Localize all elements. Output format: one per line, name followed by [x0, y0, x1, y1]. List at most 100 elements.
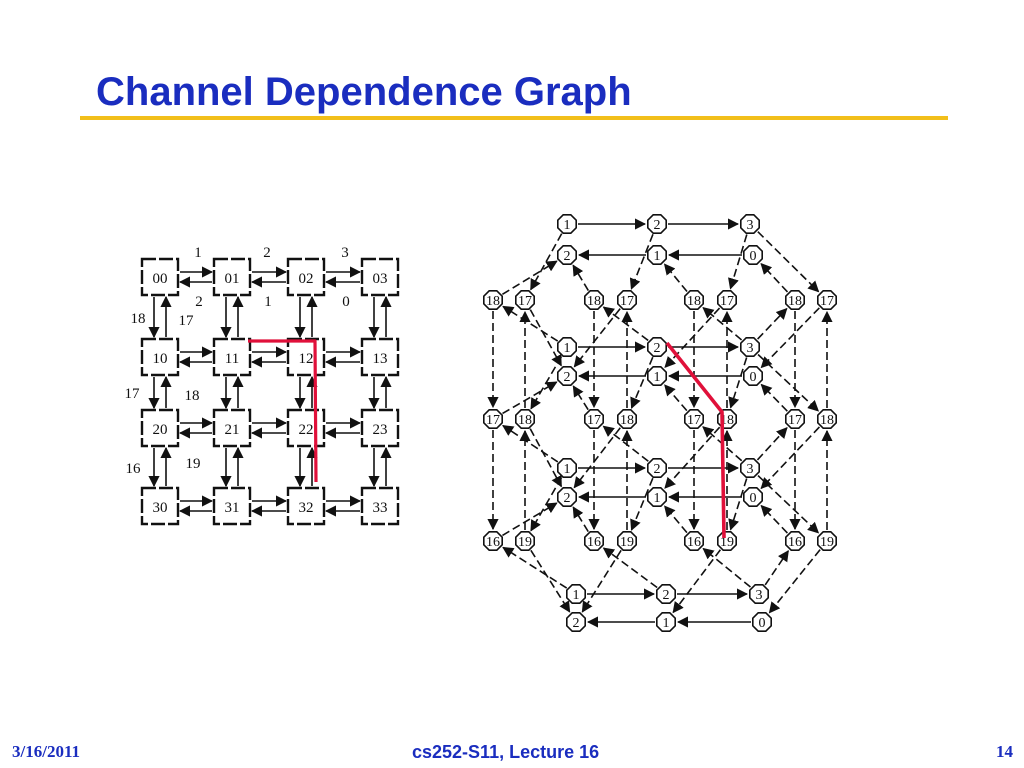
cdg-node: 19: [514, 530, 536, 552]
cdg-node-label: 18: [486, 294, 500, 309]
cdg-node: 1: [646, 245, 668, 266]
cdg-dependency-arrow: [664, 426, 721, 489]
cdg-node-label: 18: [687, 294, 701, 309]
cdg-node: 17: [784, 408, 806, 430]
cdg-node: 3: [739, 214, 761, 234]
cdg-dependency-arrow: [572, 385, 589, 411]
mesh-node-label: 11: [225, 351, 239, 367]
cdg-node: 1: [646, 365, 668, 387]
cdg-node: 0: [742, 486, 764, 508]
mesh-node: [140, 486, 180, 526]
cdg-dependency-arrow: [530, 549, 571, 613]
cdg-node: 0: [751, 611, 773, 633]
cdg-node: 17: [616, 289, 638, 311]
cdg-dependency-arrow: [756, 427, 788, 461]
highlighted-route: [248, 339, 726, 539]
mesh-channels: [148, 266, 392, 517]
footer-page-number: 14: [996, 742, 1013, 761]
cdg-dependency-arrow: [502, 502, 558, 537]
mesh-node: [212, 337, 252, 377]
cdg-node-label: 1: [564, 341, 571, 356]
mesh-channel-label: 1: [264, 294, 272, 310]
mesh-node-label: 13: [373, 351, 388, 367]
cdg-node-label: 1: [654, 491, 661, 506]
cdg-dependency-arrow: [664, 384, 688, 412]
cdg-dependency-arrow: [757, 353, 820, 412]
cdg-dependency-edges: [487, 218, 833, 628]
mesh-channel-label: 19: [186, 456, 201, 472]
cdg-node: 1: [556, 336, 578, 358]
cdg-node: 19: [716, 530, 738, 552]
cdg-node: 0: [742, 245, 764, 266]
mesh-node-label: 22: [299, 422, 314, 438]
cdg-node: 2: [655, 583, 677, 605]
mesh-channel-label: 3: [341, 245, 349, 261]
mesh-channel-label: 17: [125, 386, 141, 402]
mesh-node-label: 30: [153, 500, 168, 516]
cdg-dependency-arrow: [728, 357, 748, 409]
cdg-node-label: 2: [564, 491, 571, 506]
cdg-node: 16: [784, 530, 806, 552]
cdg-node-label: 16: [587, 535, 601, 550]
cdg-node-label: 2: [564, 249, 571, 264]
cdg-node-label: 2: [663, 588, 670, 603]
cdg-node: 3: [739, 336, 761, 358]
cdg-node-label: 18: [587, 294, 601, 309]
footer-course: cs252-S11, Lecture 16: [412, 742, 600, 762]
cdg-dependency-arrow: [529, 428, 563, 488]
cdg-node-label: 16: [486, 535, 500, 550]
cdg-dependency-arrow: [530, 233, 563, 291]
mesh-node: [360, 486, 400, 526]
mesh-node-label: 03: [373, 271, 388, 287]
cdg-dependency-arrow: [728, 478, 748, 531]
mesh-channel-label: 16: [126, 461, 142, 477]
cdg-node: 2: [556, 486, 578, 508]
cdg-node-label: 18: [518, 413, 532, 428]
cdg-node-label: 19: [820, 535, 834, 550]
cdg-dependency-arrow: [530, 477, 563, 532]
cdg-dependency-arrow: [529, 309, 562, 367]
cdg-node-label: 17: [820, 294, 834, 309]
cdg-node-label: 16: [687, 535, 701, 550]
cdg-node: 1: [565, 583, 587, 605]
cdg-dependency-arrow: [760, 504, 788, 534]
cdg-dependency-arrow: [602, 306, 649, 342]
cdg-node-label: 1: [663, 616, 670, 631]
mesh-channel-label: 18: [185, 388, 200, 404]
mesh-channel-label: 0: [342, 294, 350, 310]
cdg-dependency-arrow: [663, 263, 688, 293]
cdg-node: 2: [646, 214, 668, 234]
cdg-dependency-arrow: [602, 425, 649, 462]
cdg-node-label: 0: [759, 616, 766, 631]
cdg-node-label: 0: [750, 370, 757, 385]
cdg-node-label: 1: [654, 249, 661, 264]
mesh-node-label: 33: [373, 500, 388, 516]
mesh-node-label: 12: [299, 351, 314, 367]
cdg-node-label: 2: [654, 218, 661, 233]
mesh-node-label: 02: [299, 271, 314, 287]
cdg-node: 1: [655, 611, 677, 633]
mesh-node-label: 32: [299, 500, 314, 516]
cdg-node-label: 18: [820, 413, 834, 428]
slide-title: Channel Dependence Graph: [96, 70, 632, 114]
cdg-node: 1: [556, 214, 578, 234]
cdg-node: 2: [565, 611, 587, 633]
cdg-node-label: 19: [720, 535, 734, 550]
mesh-node: [286, 408, 326, 448]
cdg-node: 19: [616, 530, 638, 552]
cdg-dependency-arrow: [573, 427, 621, 489]
cdg-dependency-arrow: [502, 305, 559, 342]
cdg-node-label: 1: [564, 462, 571, 477]
title-underline: [80, 116, 948, 120]
cdg-node-label: 1: [573, 588, 580, 603]
cdg-node-label: 2: [573, 616, 580, 631]
cdg-node-label: 17: [620, 294, 634, 309]
cdg-node-label: 17: [587, 413, 601, 428]
cdg-node-label: 17: [720, 294, 734, 309]
cdg-node: 3: [748, 583, 770, 605]
cdg-node-label: 19: [620, 535, 634, 550]
cdg-node: 17: [816, 289, 838, 311]
